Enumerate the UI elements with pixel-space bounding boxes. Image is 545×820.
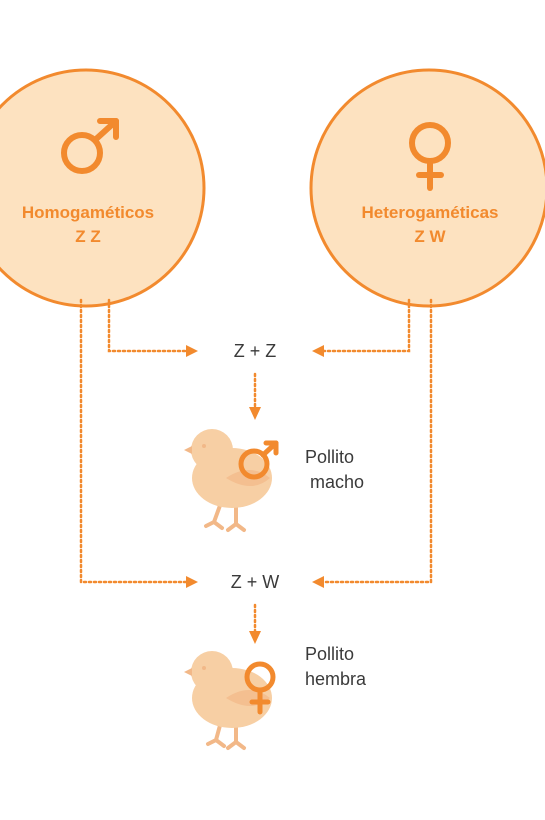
male-parent-title: Homogaméticos: [22, 203, 154, 222]
female-parent-genotype: Z W: [414, 227, 446, 246]
connector-female-to-cross2: [322, 298, 433, 584]
female-chick-label-line2: hembra: [305, 669, 367, 689]
chick-icon: [184, 429, 272, 532]
male-chick: Pollito macho: [184, 429, 364, 532]
arrowhead-down-cross2: [249, 631, 261, 644]
male-chick-label-line1: Pollito: [305, 447, 354, 467]
male-chick-label-line2: macho: [310, 472, 364, 492]
cross2-formula: Z + W: [231, 572, 280, 592]
female-parent-title: Heterogaméticas: [361, 203, 498, 222]
connector-male-to-cross1: [107, 298, 190, 353]
female-symbol-icon: [409, 122, 451, 191]
connector-female-to-cross1: [322, 298, 411, 353]
arrowhead-down-cross1: [249, 407, 261, 420]
arrowhead-left-cross2: [312, 576, 324, 588]
male-parent-circle: [0, 68, 206, 308]
female-chick: Pollito hembra: [184, 644, 367, 750]
arrowhead-right-cross1: [186, 345, 198, 357]
arrowhead-left-cross1: [312, 345, 324, 357]
male-parent-genotype: Z Z: [75, 227, 101, 246]
connector-male-to-cross2: [79, 298, 190, 584]
male-symbol-icon: [61, 118, 119, 174]
male-symbol-icon: [238, 440, 279, 480]
cross1-formula: Z + Z: [234, 341, 277, 361]
female-parent-node: Heterogaméticas Z W: [309, 68, 545, 308]
female-symbol-icon: [244, 661, 276, 715]
male-parent-node: Homogaméticos Z Z: [0, 68, 206, 308]
arrowhead-right-cross2: [186, 576, 198, 588]
female-chick-label-line1: Pollito: [305, 644, 354, 664]
chick-icon: [184, 651, 272, 750]
